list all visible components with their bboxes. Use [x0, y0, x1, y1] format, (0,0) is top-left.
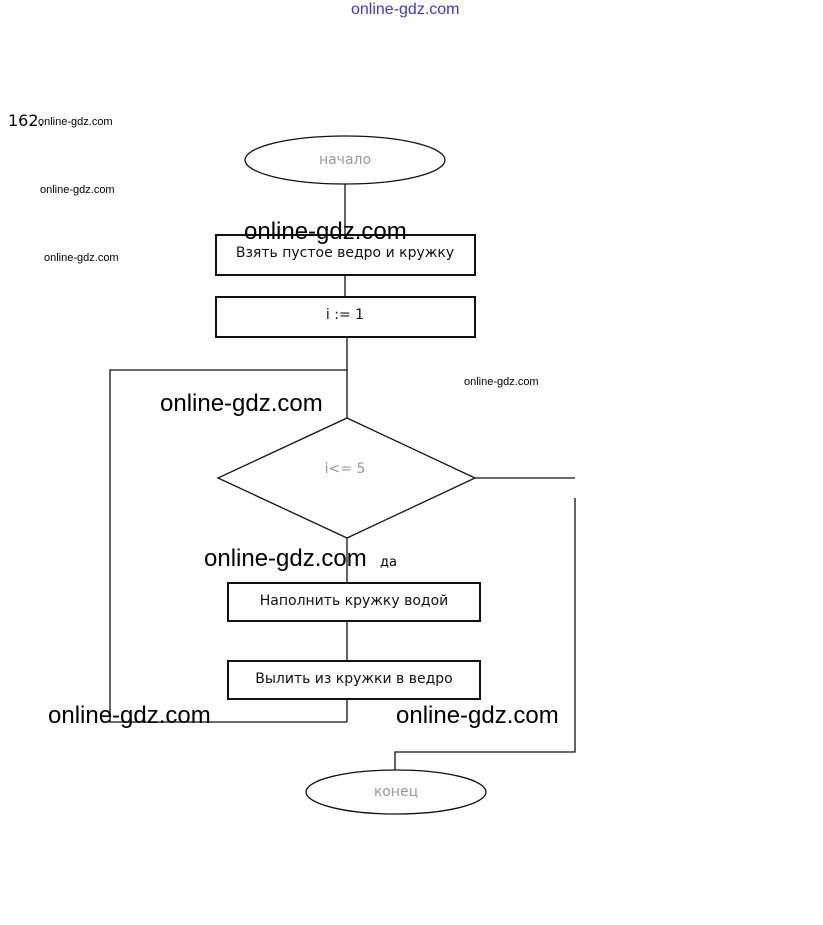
watermark: online-gdz.com — [38, 116, 113, 128]
condition-diamond — [216, 417, 477, 539]
header-watermark: online-gdz.com — [351, 1, 460, 18]
step4-label: Вылить из кружки в ведро — [255, 671, 453, 687]
watermark: online-gdz.com — [244, 218, 407, 245]
loop-back-line — [109, 369, 347, 723]
condition-label: i<= 5 — [324, 461, 366, 477]
step4-box — [227, 660, 481, 700]
watermark: online-gdz.com — [48, 702, 211, 729]
watermark: online-gdz.com — [464, 376, 539, 388]
step3-box — [227, 582, 481, 622]
problem-number: 162. — [8, 111, 44, 130]
end-terminal — [305, 769, 487, 815]
watermark: online-gdz.com — [40, 184, 115, 196]
yes-label: да — [380, 555, 397, 570]
start-label: начало — [318, 152, 372, 168]
step3-label: Наполнить кружку водой — [259, 593, 449, 609]
watermark: online-gdz.com — [44, 252, 119, 264]
watermark: online-gdz.com — [160, 390, 323, 417]
watermark: online-gdz.com — [204, 545, 367, 572]
step1-label: Взять пустое ведро и кружку — [235, 245, 455, 261]
step2-box — [215, 296, 476, 338]
step2-label: i := 1 — [325, 307, 365, 323]
watermark: online-gdz.com — [396, 702, 559, 729]
end-label: конец — [373, 784, 419, 800]
